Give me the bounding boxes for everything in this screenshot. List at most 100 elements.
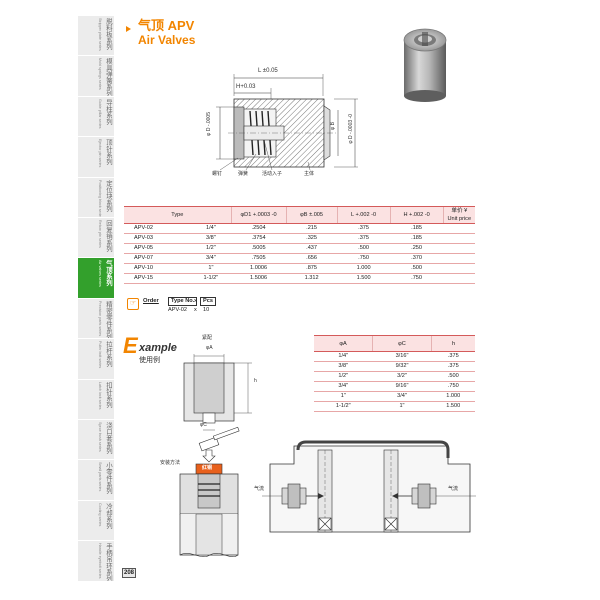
spec-cell: 1.500	[337, 273, 391, 284]
spec-cell: APV-05	[124, 243, 191, 254]
spec-cell: 1.0006	[231, 263, 287, 274]
spec-cell: .500	[390, 263, 444, 274]
example-cell: 1/2"	[314, 371, 373, 382]
spec-cell: 3/4"	[190, 253, 232, 264]
label-install-method: 安装方法	[160, 460, 181, 466]
col-d1: φD1 +.0003 -0	[230, 206, 287, 224]
title-arrow-icon	[126, 26, 131, 32]
spec-cell: .185	[390, 233, 444, 244]
col-price-en: Unit price	[447, 216, 472, 222]
spec-cell: 1.312	[286, 273, 338, 284]
sidebar-tab-en: Guide pillar series	[98, 98, 102, 129]
spec-cell	[443, 233, 475, 244]
sidebar-tab-en: Ejector pin series	[98, 139, 102, 168]
spec-cell: .656	[286, 253, 338, 264]
spec-cell: 1.000	[337, 263, 391, 274]
col-phi-c: φC	[372, 335, 432, 352]
dim-D-label: φ D -.0003 -0	[348, 114, 354, 144]
example-cell: 3/2"	[372, 371, 432, 382]
sidebar-tab-zh: 拉杆系列	[105, 341, 112, 367]
sidebar-tab-en: Precision parts series	[98, 300, 102, 337]
sidebar-tab-en: Sprue bush series	[98, 422, 102, 452]
spec-cell	[443, 273, 475, 284]
sidebar-tab-en: Return pin series	[98, 220, 102, 248]
spec-cell: .750	[390, 273, 444, 284]
sidebar-tab-en: Air valves series	[98, 260, 102, 288]
spec-cell: 1.5006	[231, 273, 287, 284]
example-row: 1/2"3/2".500	[314, 371, 475, 382]
order-pcs-box: Pcs	[200, 297, 216, 306]
sidebar-tab-zh: 回复销系列	[105, 220, 112, 252]
example-cell: 9/32"	[372, 361, 432, 372]
spec-cell: .5005	[231, 243, 287, 254]
spec-cell	[443, 253, 475, 264]
dim-B-label: φ B	[330, 122, 336, 130]
spec-cell: .7505	[231, 253, 287, 264]
sidebar-tab-en: Handle eyebolt series	[98, 543, 102, 579]
example-cell: 1.000	[431, 391, 475, 402]
example-cell: 1"	[314, 391, 373, 402]
label-air-in: 气流	[254, 486, 265, 492]
example-cell: 3/4"	[372, 391, 432, 402]
dim-D1-label: φ D -.0005	[206, 112, 212, 136]
label-press-fit: 紧配	[202, 335, 213, 341]
example-cell: 1"	[372, 401, 432, 412]
mold-application-diagram	[262, 440, 476, 533]
spec-cell: 1/2"	[190, 243, 232, 254]
spec-table-header: Type φD1 +.0003 -0 φB ±.005 L +.002 -0 H…	[124, 206, 475, 224]
page-title-en: Air Valves	[138, 33, 196, 47]
spec-cell: APV-03	[124, 233, 191, 244]
spec-cell: .185	[390, 223, 444, 234]
example-cell: .375	[431, 361, 475, 372]
sidebar-tab-zh: 小零件系列	[105, 462, 112, 495]
order-example-type: APV-02	[168, 307, 187, 313]
spec-cell: .325	[286, 233, 338, 244]
callout-body: 主体	[304, 171, 315, 177]
sidebar-tab-en: Small parts series	[98, 462, 102, 492]
air-valve-photo	[403, 28, 447, 102]
example-cell: 1.500	[431, 401, 475, 412]
callout-screw: 螺钉	[212, 171, 223, 177]
label-phi-c: φC	[200, 422, 207, 428]
order-label: Order	[143, 298, 159, 304]
example-cell: 3/4"	[314, 381, 373, 392]
example-heading-zh: 使用例	[139, 357, 160, 364]
example-row: 3/8"9/32".375	[314, 361, 475, 372]
col-phi-a: φA	[314, 335, 373, 352]
sidebar-tab-zh: 定位块系列	[105, 179, 112, 212]
sidebar-tab-en: Stripper plate series	[98, 18, 102, 51]
spec-cell	[443, 223, 475, 234]
example-cell: 1-1/2"	[314, 401, 373, 412]
col-h-ex: h	[431, 335, 475, 352]
sidebar-tab-en: Latch lock series	[98, 381, 102, 410]
spec-table: Type φD1 +.0003 -0 φB ±.005 L +.002 -0 H…	[124, 206, 475, 284]
spec-cell: 1/4"	[190, 223, 232, 234]
spec-cell: 1"	[190, 263, 232, 274]
sidebar-tab-zh: 导柱系列	[105, 98, 112, 125]
dim-L-label: L ±0.05	[258, 68, 278, 74]
spec-cell: APV-15	[124, 273, 191, 284]
example-row: 1"3/4"1.000	[314, 391, 475, 402]
sidebar-tab-en: Mold springs series	[98, 58, 102, 91]
example-row: 1/4"3/16".375	[314, 351, 475, 362]
page-title-zh: 气顶 APV	[138, 18, 195, 33]
